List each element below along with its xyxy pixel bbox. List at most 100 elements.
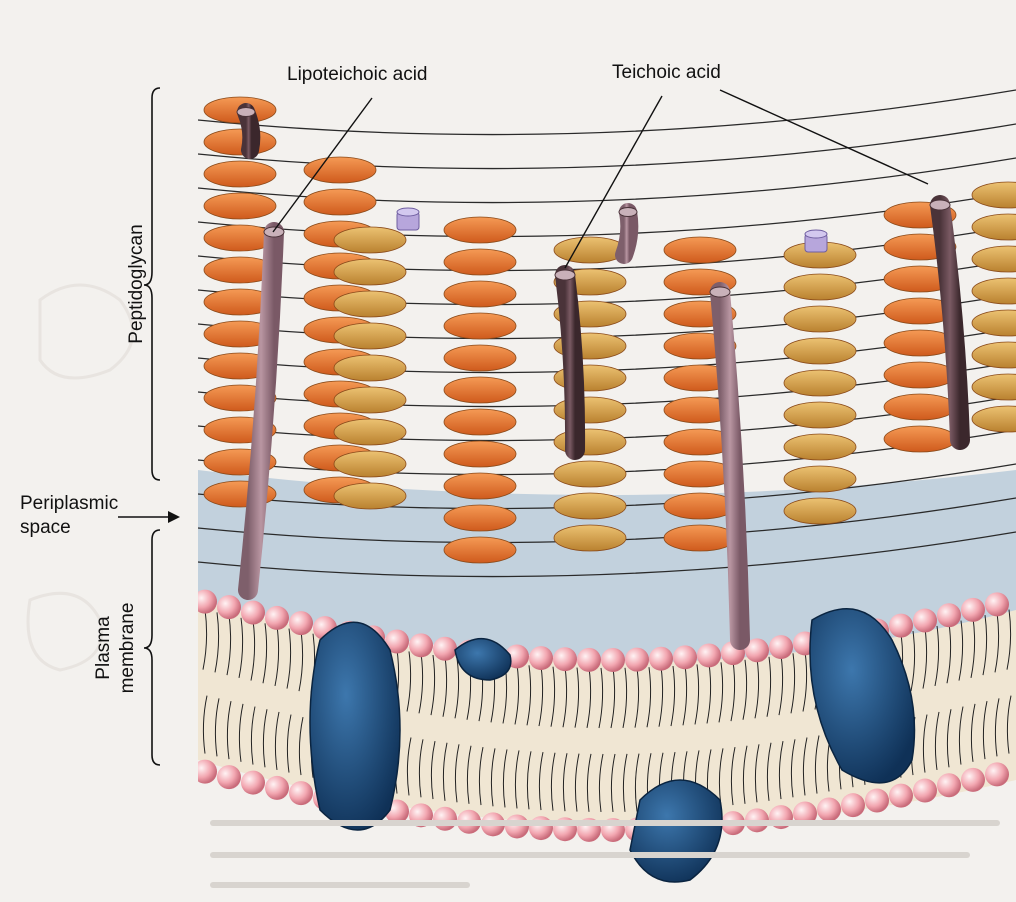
lipid-tail	[790, 739, 796, 798]
glycan-unit	[663, 236, 737, 264]
glycan-unit	[783, 497, 857, 525]
phospholipid-head	[625, 647, 649, 672]
periplasmic-arrow-head	[168, 511, 180, 523]
lipid-tail	[262, 709, 268, 768]
lipid-tail	[994, 698, 1000, 757]
phospholipid-head	[841, 793, 865, 818]
lipid-tail	[490, 748, 496, 807]
glycan-unit	[333, 450, 407, 478]
lipid-tail	[1006, 695, 1012, 754]
glycan-unit	[783, 337, 857, 365]
plasma-membrane-brace	[143, 529, 161, 766]
glycan-unit	[883, 425, 957, 453]
glycan-unit	[783, 465, 857, 493]
background-ghost-text	[210, 812, 1010, 900]
lipid-tail	[526, 751, 532, 810]
lipid-tail	[418, 739, 424, 798]
phospholipid-head	[817, 797, 841, 822]
lipid-tail	[238, 617, 244, 678]
glycan-unit	[443, 312, 517, 340]
lipid-tail	[970, 617, 976, 678]
phospholipid-head	[769, 635, 793, 660]
teichoic-acid-rod	[615, 203, 639, 264]
lipid-tail	[586, 667, 592, 728]
lipid-tail	[934, 625, 940, 687]
ghost-lines	[210, 820, 1000, 888]
lipid-tail	[970, 703, 976, 762]
lipid-tail	[622, 753, 628, 812]
lipid-tail	[646, 667, 652, 728]
lipid-tail	[934, 711, 940, 770]
lipid-tail	[430, 655, 436, 716]
phospholipid-head	[265, 605, 289, 630]
phospholipid-head	[409, 633, 433, 658]
lipid-tail	[442, 656, 448, 717]
phospholipid-head	[289, 781, 313, 806]
glycan-unit	[203, 192, 277, 220]
lipid-tail	[586, 753, 592, 812]
lipid-tail	[574, 667, 580, 728]
peptidoglycan-brace	[143, 87, 161, 481]
lipid-tail	[538, 666, 544, 727]
glycan-unit	[553, 492, 627, 520]
lipid-tail	[622, 667, 628, 728]
glycan-unit	[443, 248, 517, 276]
glycan-unit	[783, 369, 857, 397]
phospholipid-head	[937, 773, 961, 798]
lipid-tail	[202, 695, 208, 754]
phospholipid-head	[649, 646, 673, 671]
glycan-unit	[971, 341, 1016, 369]
lipid-tail	[550, 666, 556, 727]
membrane-protein	[309, 621, 401, 831]
teichoic-pointer-b	[719, 89, 929, 185]
lipid-tail	[778, 740, 784, 800]
lipid-tail	[778, 655, 784, 716]
lipid-tail	[514, 664, 520, 725]
lipoteichoic-pointer	[272, 97, 373, 233]
lipid-tail	[754, 658, 760, 719]
lipid-tail	[226, 615, 232, 676]
phospholipid-head	[793, 801, 817, 826]
glycan-unit	[443, 216, 517, 244]
lipid-tail	[214, 612, 220, 673]
lipid-tail	[286, 714, 292, 773]
phospholipid-head	[745, 638, 769, 663]
label-pointers	[272, 89, 929, 269]
lipoteichoic-acid-rod	[238, 222, 284, 600]
glycan-unit	[333, 290, 407, 318]
lipid-tail	[514, 750, 520, 809]
glycan-unit	[783, 273, 857, 301]
phospholipid-head	[937, 603, 961, 628]
glycan-unit	[333, 386, 407, 414]
glycan-unit	[783, 401, 857, 429]
lipid-tail	[538, 751, 544, 811]
glycan-unit	[971, 181, 1016, 209]
glycan-unit	[971, 309, 1016, 337]
phospholipid-head	[217, 595, 241, 620]
lipid-tail	[274, 625, 280, 687]
teichoic-acid-rod	[555, 265, 586, 460]
lipid-tail	[454, 744, 460, 803]
lipid-tail	[298, 717, 304, 776]
lipid-tail	[958, 706, 964, 765]
lipid-tail	[550, 752, 556, 811]
lipid-tail	[982, 615, 988, 676]
lipid-tail	[982, 701, 988, 760]
teichoic-acid-rod-end	[929, 199, 951, 211]
peptide-cap-top	[396, 207, 420, 217]
glycan-unit	[203, 128, 277, 156]
phospholipid-head	[217, 765, 241, 790]
glycan-unit	[303, 188, 377, 216]
plasma-membrane-label: Plasma membrane	[93, 602, 138, 694]
lipid-tail	[562, 667, 568, 728]
layer-braces	[118, 87, 180, 766]
peptidoglycan-layer	[198, 89, 1016, 578]
lipid-tail	[706, 663, 712, 724]
lipid-tail	[802, 651, 808, 712]
glycan-unit	[783, 305, 857, 333]
lipid-tail	[574, 753, 580, 812]
glycan-unit	[443, 536, 517, 564]
lipid-tail	[814, 735, 820, 794]
glycan-unit	[443, 472, 517, 500]
